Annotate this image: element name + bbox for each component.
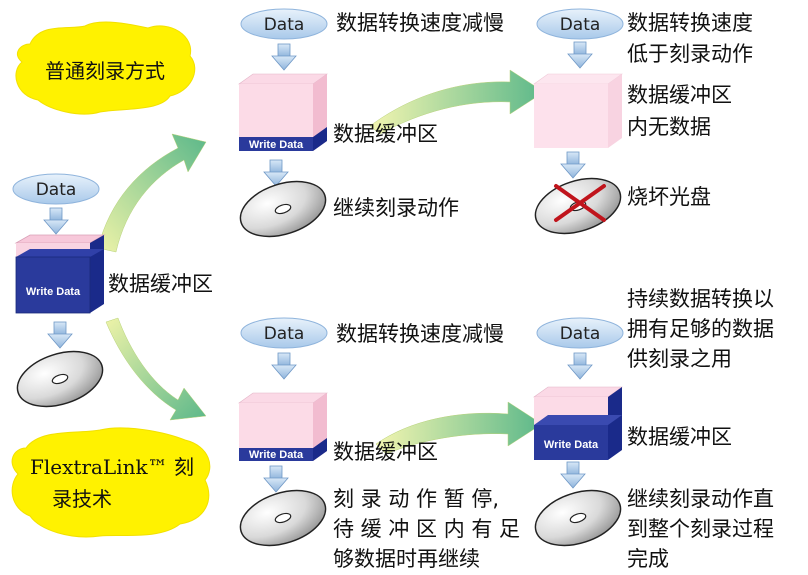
- top-right-buffer-empty: [533, 73, 623, 148]
- bottom-mid-write-data-label: Write Data: [249, 449, 304, 461]
- bottom-mid-disc: [232, 479, 334, 557]
- bottom-mid-buffer-label: 数据缓冲区: [333, 440, 438, 464]
- top-right-data-label: Data: [560, 15, 601, 35]
- left-write-data-label: Write Data: [26, 286, 81, 298]
- top-right-result-text: 烧坏光盘: [627, 185, 711, 209]
- left-buffer: Write Data: [14, 234, 106, 314]
- top-mid-speed-text: 数据转换速度减慢: [336, 11, 504, 35]
- top-mid-down-arrow-1: [271, 43, 297, 71]
- top-mid-continue-text: 继续刻录动作: [333, 196, 459, 220]
- arrow-right-bottom: [375, 401, 543, 455]
- bottom-right-write-data-label: Write Data: [544, 439, 599, 451]
- left-buffer-label: 数据缓冲区: [108, 272, 213, 296]
- left-down-arrow-2: [47, 321, 73, 349]
- bottom-right-result-line2: 到整个刻录过程: [627, 517, 774, 541]
- top-right-speed-line2: 低于刻录动作: [627, 42, 753, 66]
- bottom-right-data-label: Data: [560, 324, 601, 344]
- top-right-down-arrow-2: [560, 151, 586, 179]
- bottom-right-down-arrow-2: [560, 461, 586, 489]
- bottom-right-data-pill: Data: [536, 317, 624, 349]
- bottom-right-result-line1: 继续刻录动作直: [627, 487, 774, 511]
- left-data-label: Data: [36, 180, 77, 200]
- bottom-mid-pause-line3: 够数据时再继续: [333, 547, 480, 571]
- top-right-down-arrow-1: [567, 41, 593, 69]
- left-down-arrow-1: [43, 207, 69, 235]
- bottom-mid-pause-line1: 刻 录 动 作 暂 停,: [333, 487, 499, 511]
- bottom-right-down-arrow-1: [567, 352, 593, 380]
- cross-icon: [554, 184, 606, 222]
- bottom-right-keep-line1: 持续数据转换以: [627, 287, 774, 311]
- top-mid-write-data-label: Write Data: [249, 139, 304, 151]
- arrow-up-left: [97, 133, 207, 253]
- left-disc: [9, 340, 111, 418]
- bottom-right-disc: [527, 479, 629, 557]
- blob-normal: 普通刻录方式: [15, 21, 196, 115]
- top-mid-buffer-label: 数据缓冲区: [333, 122, 438, 146]
- top-mid-data-label: Data: [264, 15, 305, 35]
- bottom-mid-down-arrow-1: [271, 352, 297, 380]
- top-mid-data-pill: Data: [240, 8, 328, 40]
- bottom-mid-pause-line2: 待 缓 冲 区 内 有 足: [333, 517, 520, 541]
- bottom-mid-down-arrow-2: [263, 465, 289, 493]
- bottom-right-buffer-full: Write Data: [533, 386, 623, 460]
- top-mid-disc: [232, 170, 334, 248]
- bottom-right-keep-line3: 供刻录之用: [627, 347, 732, 371]
- top-right-buffer-line2: 内无数据: [627, 115, 711, 139]
- left-data-pill: Data: [12, 173, 100, 205]
- top-mid-buffer: Write Data: [238, 73, 328, 151]
- blob-flextra: FlextraLink™ 刻 录技术: [11, 427, 211, 538]
- bottom-mid-data-pill: Data: [240, 317, 328, 349]
- top-right-data-pill: Data: [536, 8, 624, 40]
- arrow-down-left: [105, 317, 207, 421]
- bottom-right-result-line3: 完成: [627, 547, 669, 571]
- bottom-mid-speed-text: 数据转换速度减慢: [336, 322, 504, 346]
- top-right-buffer-line1: 数据缓冲区: [627, 83, 732, 107]
- top-right-speed-line1: 数据转换速度: [627, 11, 753, 35]
- bottom-right-buffer-label: 数据缓冲区: [627, 425, 732, 449]
- bottom-right-keep-line2: 拥有足够的数据: [627, 317, 774, 341]
- blob-flextra-label-line1: FlextraLink™ 刻: [30, 455, 194, 479]
- bottom-mid-data-label: Data: [264, 324, 305, 344]
- blob-normal-label: 普通刻录方式: [45, 59, 165, 83]
- bottom-mid-buffer: Write Data: [238, 392, 328, 461]
- blob-flextra-label-line2: 录技术: [52, 487, 112, 511]
